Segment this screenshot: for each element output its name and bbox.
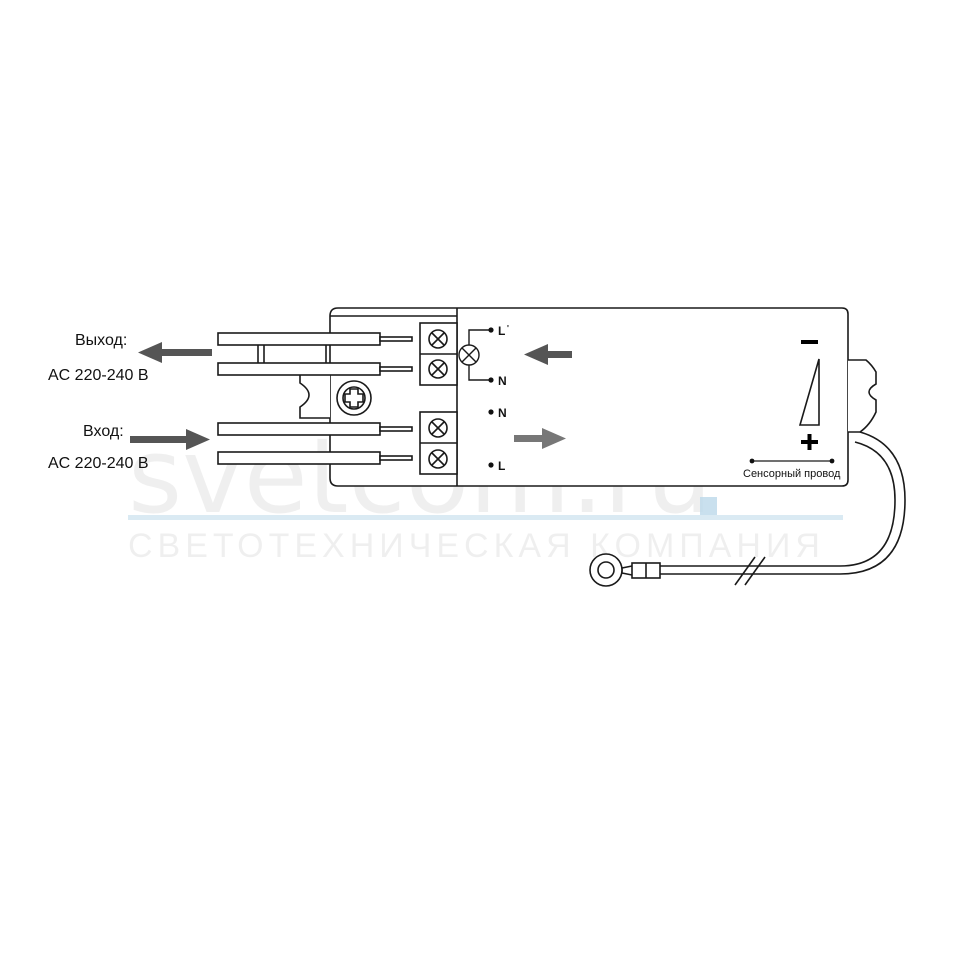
arrow-output-left-icon	[138, 342, 212, 363]
sensitivity-wedge-icon	[798, 358, 820, 426]
output-wires	[217, 332, 413, 376]
sensitivity-indicator	[798, 340, 820, 450]
terminal-l-out-label: L	[498, 324, 505, 338]
sensor-wire-label: Сенсорный провод	[743, 468, 841, 480]
terminal-l-out-prime: '	[507, 324, 509, 333]
terminal-l-in-label: L	[498, 459, 505, 473]
input-title: Вход:	[83, 423, 124, 440]
sensor-cable	[589, 431, 906, 587]
arrow-internal-left-icon	[524, 344, 572, 365]
output-voltage: AC 220-240 В	[48, 367, 149, 384]
arrow-input-right-icon	[130, 429, 210, 450]
arrow-internal-right-icon	[514, 428, 566, 449]
sensor-wire-marker: Сенсорный провод	[743, 458, 841, 480]
mounting-screw-icon	[336, 380, 372, 416]
input-voltage: AC 220-240 В	[48, 455, 149, 472]
minus-icon	[801, 340, 818, 344]
terminal-dots	[488, 327, 494, 468]
output-terminal-block	[419, 322, 458, 386]
terminal-n-out-label: N	[498, 374, 507, 388]
input-wires	[217, 422, 413, 465]
input-terminal-block	[419, 411, 458, 475]
plus-icon-v	[807, 434, 812, 450]
lamp-schematic	[458, 329, 491, 381]
watermark-dot	[700, 497, 717, 515]
watermark-company: СВЕТОТЕХНИЧЕСКАЯ КОМПАНИЯ	[128, 527, 825, 565]
watermark-bar	[128, 515, 843, 520]
terminal-n-in-label: N	[498, 406, 507, 420]
output-title: Выход:	[75, 332, 127, 349]
